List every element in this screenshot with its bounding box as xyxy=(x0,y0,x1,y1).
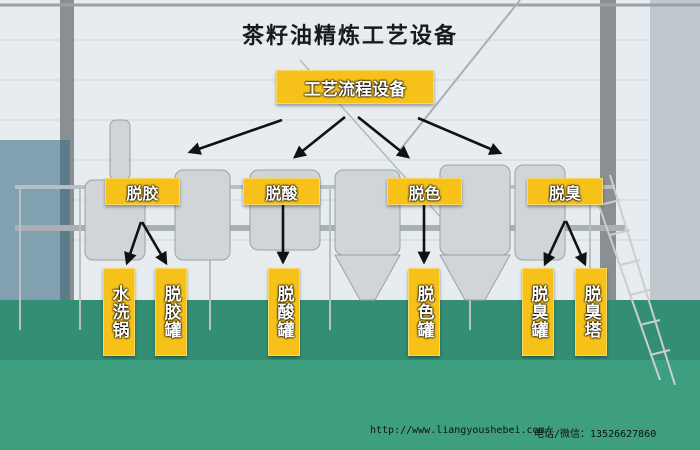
page-title: 茶籽油精炼工艺设备 xyxy=(241,23,458,49)
equipment-decolorization-tank: 脱色罐 xyxy=(408,268,440,356)
stage-decolorization: 脱色 xyxy=(387,178,462,205)
footer-url: http://www.liangyoushebei.com/ xyxy=(370,425,551,436)
equipment-deodorization-tower: 脱臭塔 xyxy=(575,268,607,356)
equipment-degumming-tank: 脱胶罐 xyxy=(155,268,187,356)
equipment-deodorization-tank: 脱臭罐 xyxy=(522,268,554,356)
stage-deodorization: 脱臭 xyxy=(527,178,603,205)
stage-deacidification: 脱酸 xyxy=(243,178,320,205)
footer-contact: 电话/微信：13526627860 xyxy=(534,429,657,440)
equipment-washing-pot: 水洗锅 xyxy=(103,268,135,356)
process-equipment-box: 工艺流程设备 xyxy=(276,70,434,104)
stage-degumming: 脱胶 xyxy=(105,178,180,205)
equipment-deacidification-tank: 脱酸罐 xyxy=(268,268,300,356)
